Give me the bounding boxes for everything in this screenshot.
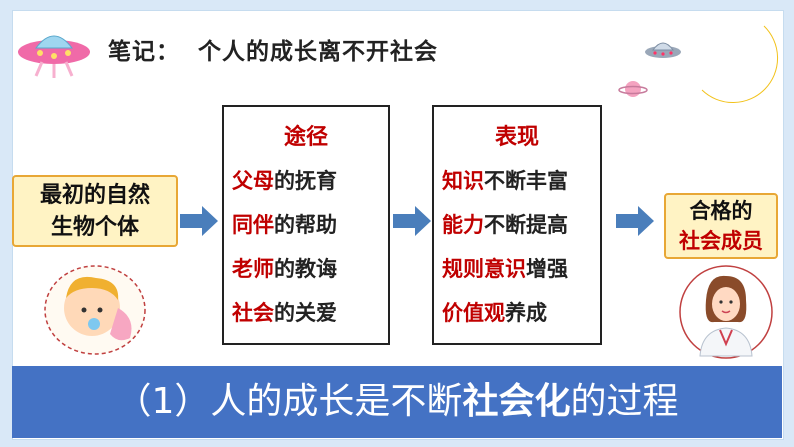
- show-item: 知识不断丰富: [434, 165, 600, 195]
- path-item-rest: 的教诲: [274, 257, 337, 281]
- path-item-key: 老师: [232, 257, 274, 281]
- arrow-right-icon: [180, 206, 218, 236]
- show-item-key: 价值观: [442, 301, 505, 325]
- path-item-rest: 的抚育: [274, 169, 337, 193]
- start-line-2: 生物个体: [50, 215, 139, 240]
- path-heading: 途径: [283, 125, 328, 150]
- start-line-1: 最初的自然: [39, 183, 150, 208]
- arrow-right-icon: [616, 206, 654, 236]
- show-item-key: 规则意识: [442, 257, 526, 281]
- show-heading: 表现: [494, 125, 539, 150]
- path-item-key: 社会: [232, 301, 274, 325]
- baby-illustration: [44, 265, 146, 355]
- banner-text-before: （1）人的成长是不断: [115, 381, 463, 422]
- path-item-key: 父母: [232, 169, 274, 193]
- arrow-right-icon: [393, 206, 431, 236]
- path-item: 老师的教诲: [224, 253, 388, 283]
- start-box: 最初的自然 生物个体: [12, 175, 178, 247]
- nurse-illustration: [679, 265, 773, 359]
- banner-text-after: 的过程: [570, 381, 679, 422]
- end-line-1: 合格的: [689, 199, 753, 223]
- path-item-rest: 的关爱: [274, 301, 337, 325]
- show-item-rest: 不断提高: [484, 213, 568, 237]
- show-box: 表现 知识不断丰富 能力不断提高 规则意识增强 价值观养成: [432, 105, 602, 345]
- note-heading: 笔记： 个人的成长离不开社会: [108, 32, 438, 66]
- path-item: 社会的关爱: [224, 297, 388, 327]
- show-item-rest: 养成: [505, 301, 547, 325]
- show-item-rest: 增强: [526, 257, 568, 281]
- path-item: 同伴的帮助: [224, 209, 388, 239]
- show-item-rest: 不断丰富: [484, 169, 568, 193]
- note-prefix: 笔记：: [108, 39, 180, 65]
- path-box: 途径 父母的抚育 同伴的帮助 老师的教诲 社会的关爱: [222, 105, 390, 345]
- end-line-2: 社会成员: [679, 229, 763, 253]
- path-item: 父母的抚育: [224, 165, 388, 195]
- banner-text-bold: 社会化: [462, 381, 571, 422]
- path-item-rest: 的帮助: [274, 213, 337, 237]
- note-title: 个人的成长离不开社会: [198, 39, 438, 65]
- show-item-key: 知识: [442, 169, 484, 193]
- path-item-key: 同伴: [232, 213, 274, 237]
- ufo-icon: [18, 35, 90, 78]
- moon-icon: [701, 25, 779, 104]
- show-item-key: 能力: [442, 213, 484, 237]
- show-item: 能力不断提高: [434, 209, 600, 239]
- show-item: 规则意识增强: [434, 253, 600, 283]
- spaceship-icon: [645, 42, 681, 58]
- planet-icon: [618, 81, 648, 97]
- summary-banner: （1）人的成长是不断社会化的过程: [12, 366, 782, 438]
- show-item: 价值观养成: [434, 297, 600, 327]
- end-box: 合格的 社会成员: [664, 193, 778, 259]
